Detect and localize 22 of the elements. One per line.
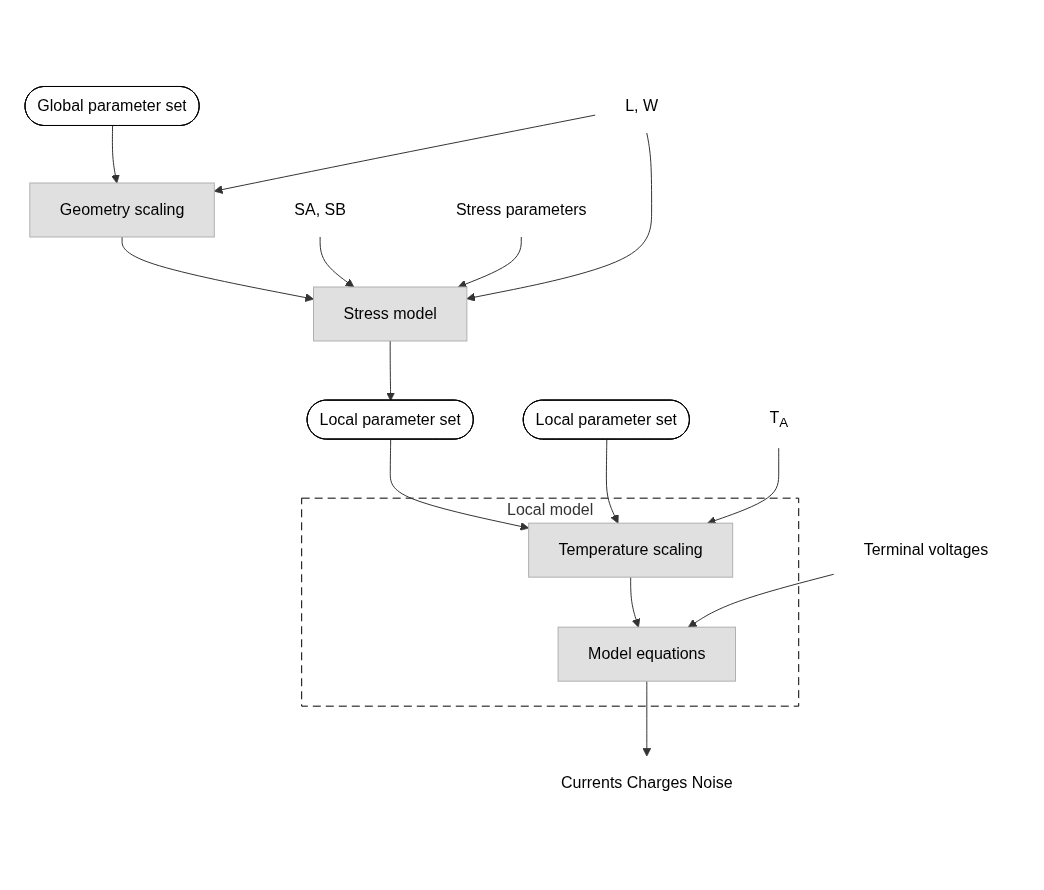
arrow: [458, 236, 523, 289]
arrow: [121, 236, 315, 303]
node-box: Stress model: [313, 286, 468, 342]
node-box: Model equations: [558, 627, 737, 683]
arrow: [466, 132, 653, 302]
arrow: [320, 236, 355, 288]
node-text: Terminal voltages: [864, 541, 989, 559]
node-text: T$_{A}$: [769, 409, 789, 431]
node-text: Currents Charges Noise: [561, 774, 734, 792]
arrow: [386, 340, 396, 402]
arrow: [688, 574, 835, 628]
arrow: [111, 125, 121, 184]
node-box: Temperature scaling: [528, 523, 734, 579]
node-box: Geometry scaling: [29, 182, 216, 238]
arrow: [214, 115, 597, 195]
node-text: Stress parameters: [456, 201, 587, 219]
node-text: SA, SB: [294, 201, 347, 219]
arrow: [642, 681, 652, 757]
node-text: L, W: [625, 97, 659, 115]
arrow: [606, 439, 620, 524]
arrow: [390, 439, 530, 532]
arrow: [630, 577, 641, 628]
